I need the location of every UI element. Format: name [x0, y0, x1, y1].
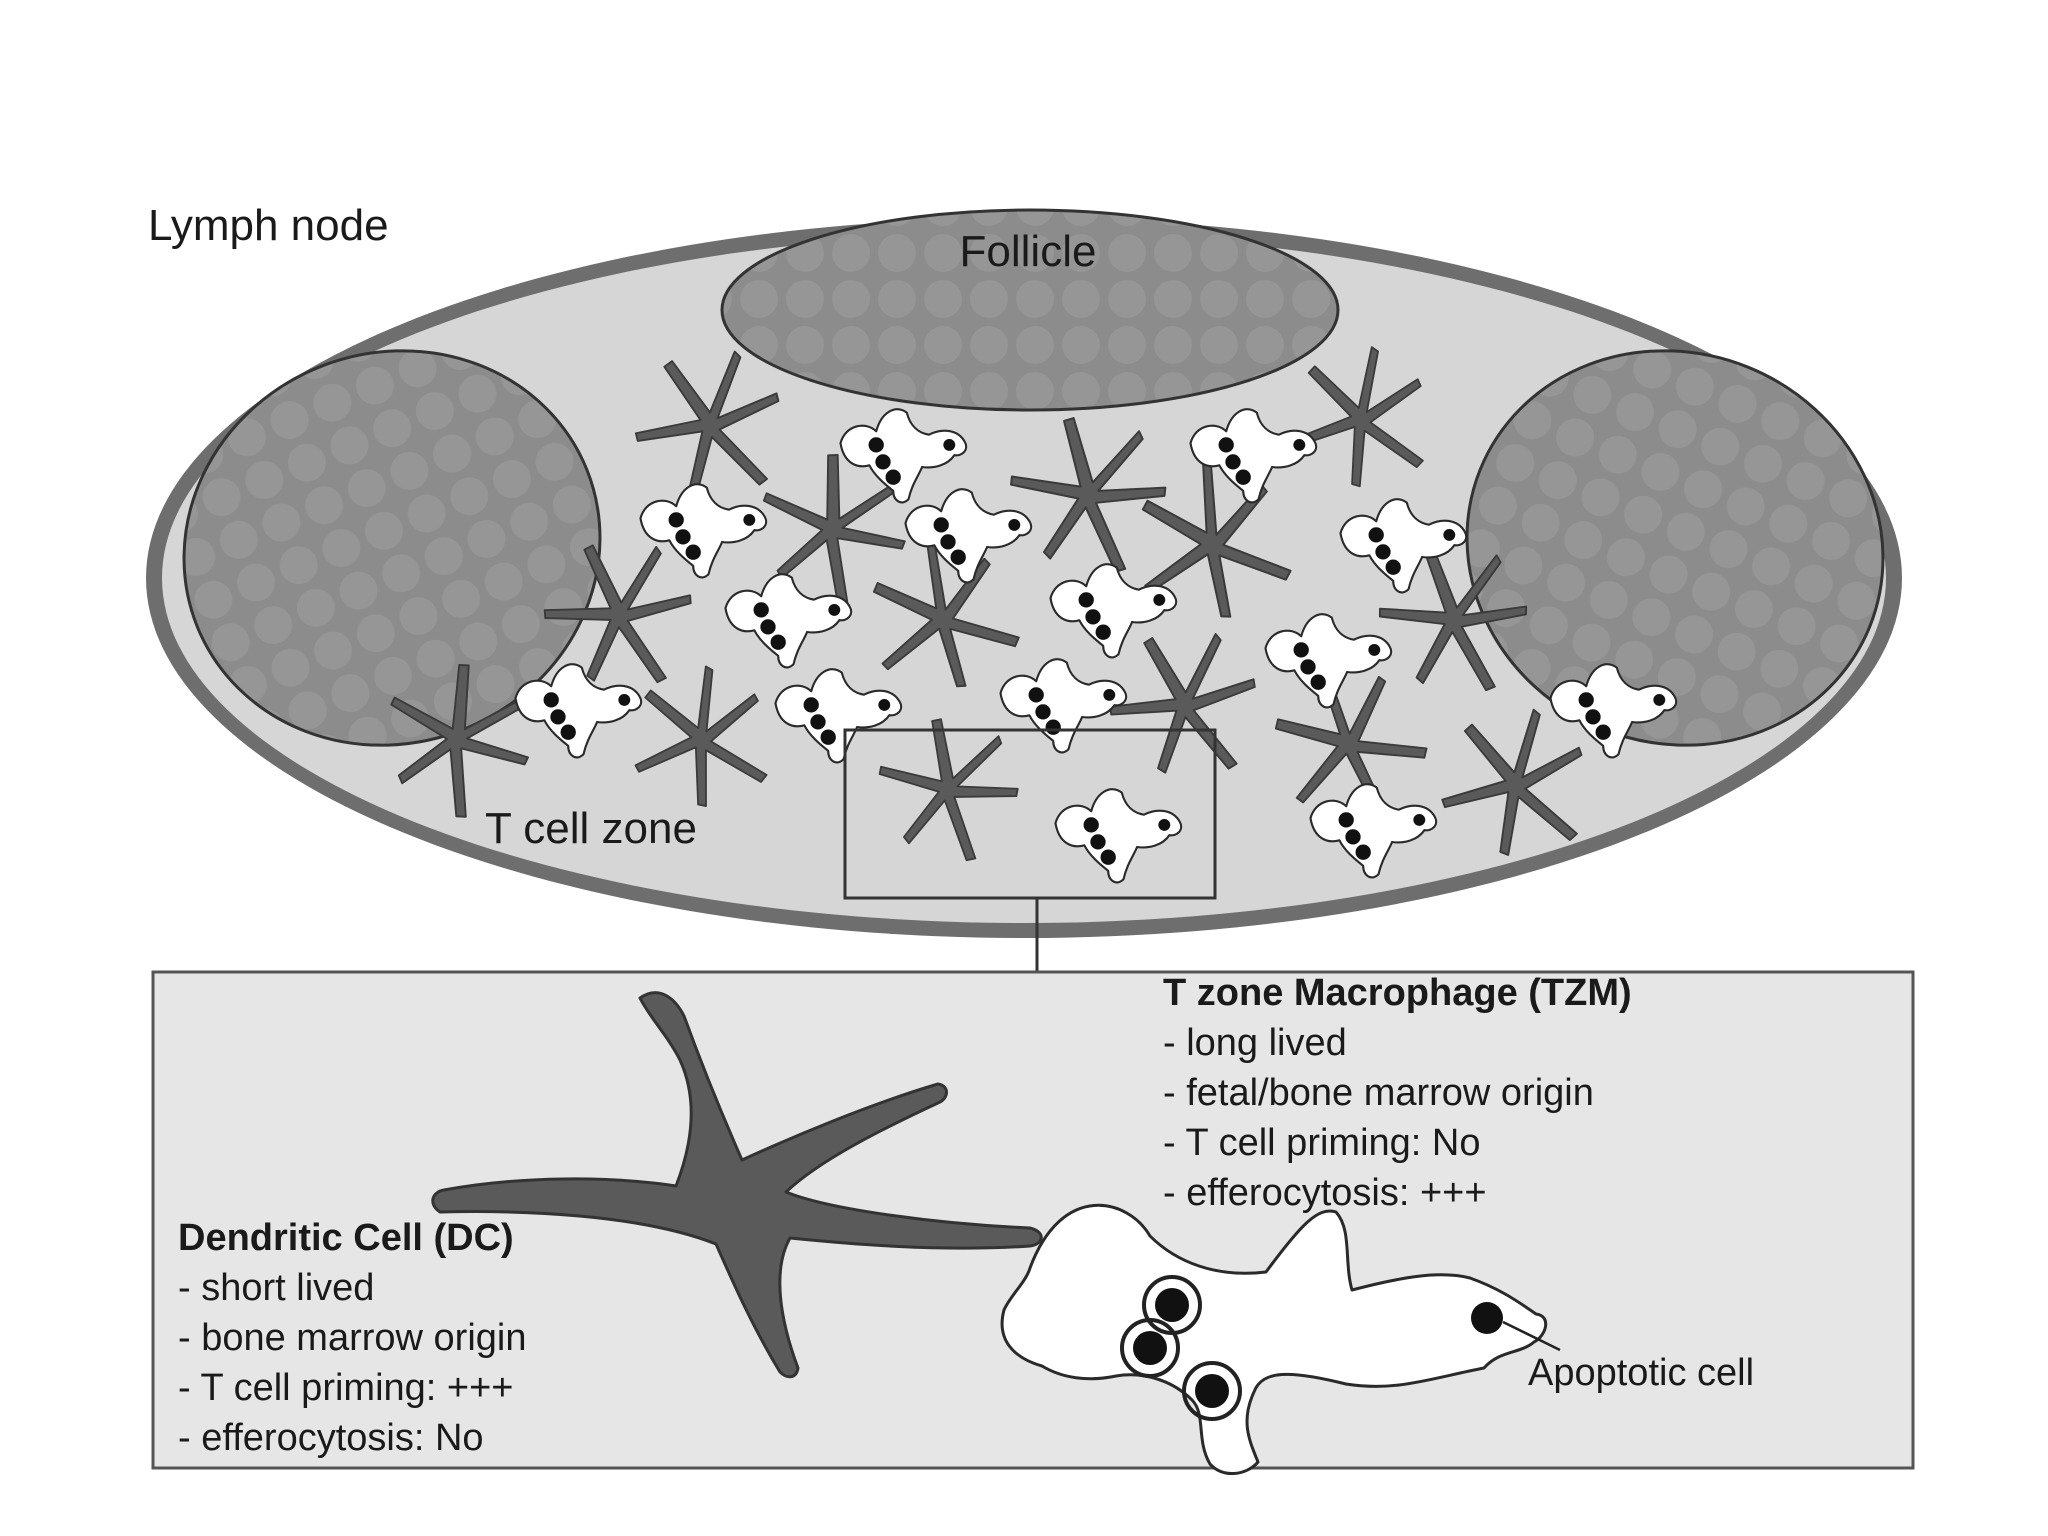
dc-description: Dendritic Cell (DC) - short lived - bone… [178, 1217, 526, 1459]
tzm-item: - long lived [1163, 1022, 1347, 1064]
lymph-node-label: Lymph node [148, 201, 389, 250]
dc-item: - bone marrow origin [178, 1317, 526, 1359]
follicle-top [720, 208, 1340, 412]
inset-panel [151, 970, 1915, 1470]
dc-item: - T cell priming: +++ [178, 1367, 513, 1409]
dendritic-cell-large [431, 991, 1043, 1379]
follicle-label: Follicle [960, 227, 1097, 276]
tzm-item: - fetal/bone marrow origin [1163, 1072, 1594, 1114]
apoptotic-cell-label: Apoptotic cell [1528, 1352, 1754, 1394]
dc-item: - efferocytosis: No [178, 1417, 484, 1459]
lymph-node-interior [162, 233, 1886, 923]
tzm-item: - efferocytosis: +++ [1163, 1172, 1487, 1214]
apoptotic-pointer [1502, 1320, 1561, 1352]
zoom-box [843, 728, 1217, 900]
tzm-item: - T cell priming: No [1163, 1122, 1480, 1164]
tzm-description: T zone Macrophage (TZM) - long lived - f… [1163, 972, 1632, 1214]
t-cell-zone-label: T cell zone [485, 804, 697, 853]
dc-heading: Dendritic Cell (DC) [178, 1217, 514, 1259]
tzm-heading: T zone Macrophage (TZM) [1163, 972, 1632, 1014]
tzm-large [1000, 1203, 1548, 1475]
dc-item: - short lived [178, 1267, 374, 1309]
